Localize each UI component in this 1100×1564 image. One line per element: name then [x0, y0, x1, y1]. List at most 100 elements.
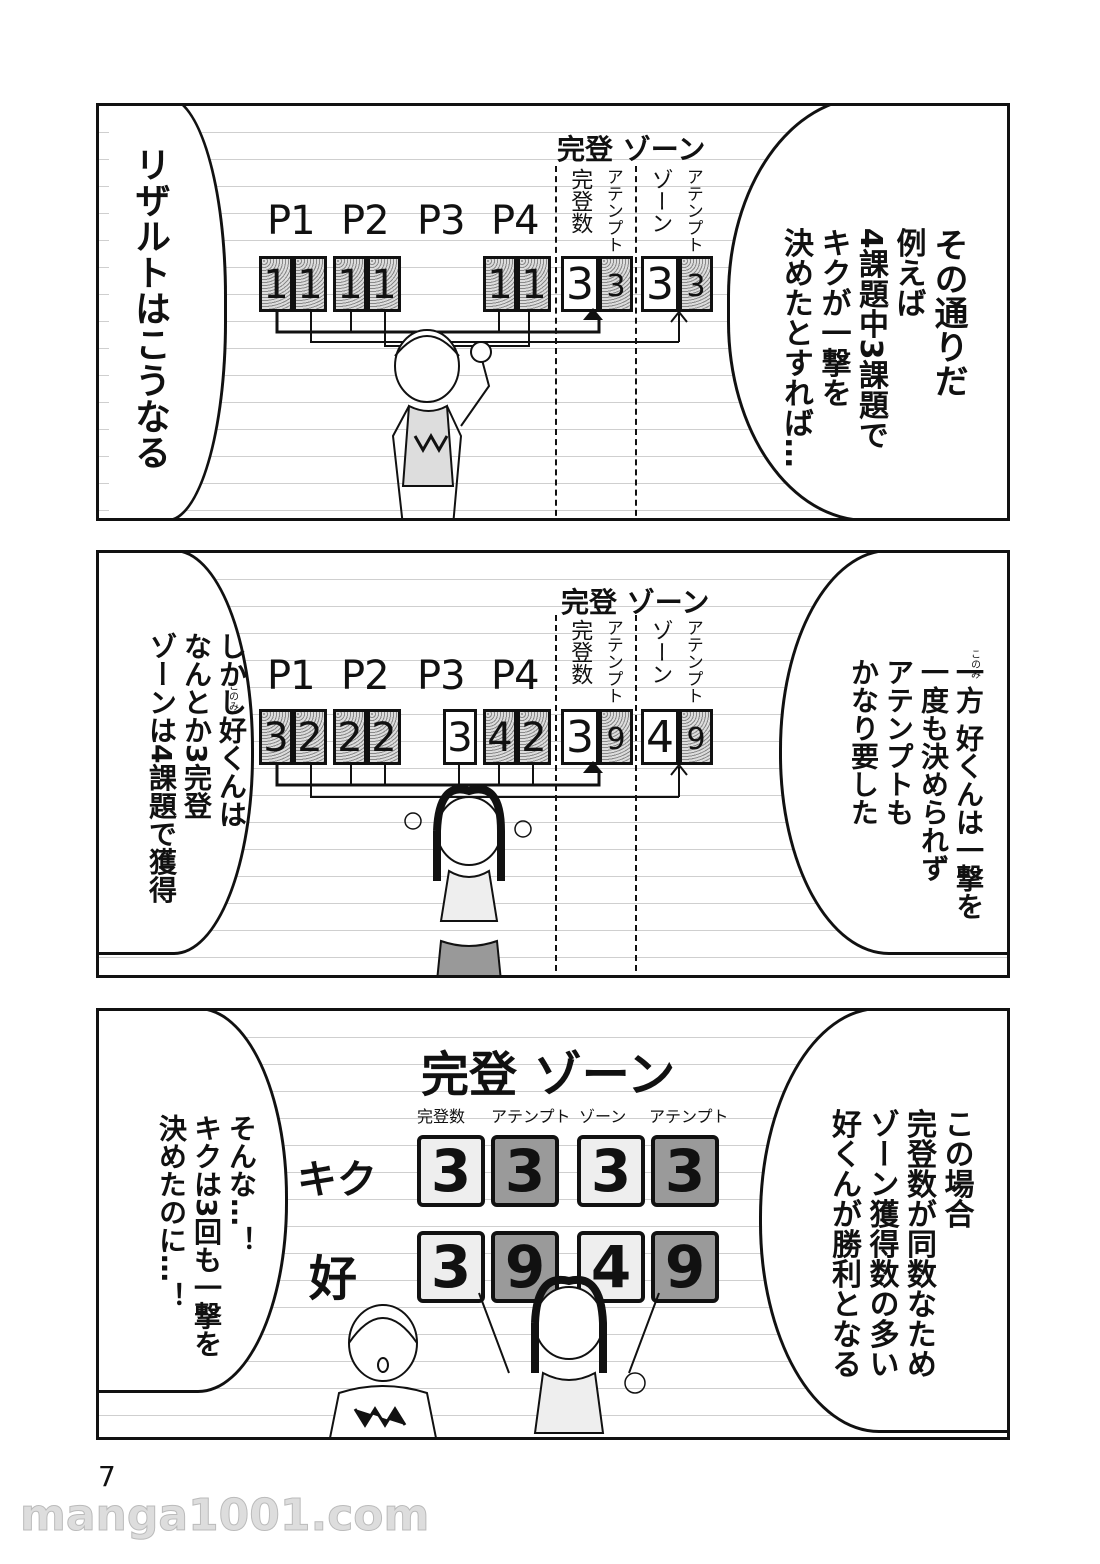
panel-2: しかし好くんは なんとか3完登 ゾーンは4課題で獲得 このみ 一方 好くんは一撃…: [96, 550, 1010, 978]
col-header-zone: ゾーン: [579, 1107, 627, 1126]
score-kiku-attempts-1: 3: [491, 1135, 559, 1207]
score-digit: 3: [443, 709, 477, 765]
col-header-attempts-2: アテンプト: [682, 619, 703, 704]
score-digit: 2: [517, 709, 551, 765]
speech-line: キクは3回も一撃を: [190, 1114, 223, 1358]
problem-label: P4: [491, 198, 540, 244]
score-digit: 3: [641, 256, 679, 312]
speech-line: その通りだ: [928, 227, 968, 398]
character-konomi-figure: [478, 1275, 660, 1434]
ruby-text: このみ: [968, 649, 980, 679]
problem-label: P1: [267, 198, 316, 244]
speech-line: なんとか3完登: [180, 632, 213, 820]
speech-text-left: しかし好くんは なんとか3完登 ゾーンは4課題で獲得: [109, 593, 284, 923]
speech-line: キクが一撃を: [815, 227, 851, 408]
speech-line: ゾーン獲得数の多い: [863, 1108, 899, 1379]
score-kiku-completions: 3: [417, 1135, 485, 1207]
problem-label: P3: [417, 198, 466, 244]
speech-bubble-right: [779, 553, 1007, 955]
problem-label: P2: [341, 653, 390, 699]
score-digit: 9: [599, 709, 633, 765]
speech-line: 例えば: [890, 227, 926, 318]
speech-line: 決めたとすれば…: [778, 227, 813, 468]
speech-bubble-left: [99, 553, 254, 955]
speech-line: 一度も決められず: [917, 658, 950, 882]
score-konomi-zone: 4: [577, 1231, 645, 1303]
col-header-completions: 完登数: [567, 619, 593, 685]
speech-line: 決めたのに…！: [155, 1114, 188, 1310]
score-kiku-zone: 3: [577, 1135, 645, 1207]
problem-label: P4: [491, 653, 540, 699]
character-konomi-figure: [404, 785, 532, 975]
speech-line: この場合: [938, 1108, 974, 1229]
result-header: 完登 ゾーン: [557, 133, 706, 166]
score-digit: 2: [367, 709, 401, 765]
score-digit: 3: [259, 709, 293, 765]
character-kiku-figure: [329, 1304, 437, 1437]
score-digit: 3: [679, 256, 713, 312]
tally-arrows: [275, 308, 688, 347]
speech-bubble-left: [99, 1011, 288, 1393]
watermark-logo: manga1001.com: [19, 1490, 430, 1542]
score-digit: 9: [679, 709, 713, 765]
row-label-konomi: 好: [309, 1251, 358, 1307]
tally-arrows: [275, 761, 688, 798]
problem-label: P2: [341, 198, 390, 244]
speech-text-left: そんな…！ キクは3回も一撃を 決めたのに…！: [119, 1075, 294, 1375]
speech-line: アテンプトも: [882, 658, 915, 826]
speech-line: 完登数が同数なため: [901, 1108, 936, 1379]
score-digit: 1: [367, 256, 401, 312]
speech-line: 一方 好くんは一撃を: [952, 658, 985, 920]
row-label-kiku: キク: [297, 1157, 377, 1203]
ruby-text: このみ: [226, 681, 238, 711]
speech-line: ゾーンは4課題で獲得: [145, 632, 178, 904]
col-header-zone: ゾーン: [647, 168, 673, 234]
score-digit: 3: [561, 256, 599, 312]
score-digit: 2: [333, 709, 367, 765]
result-header: 完登 ゾーン: [561, 586, 710, 619]
speech-line: かなり要した: [847, 658, 880, 826]
col-header-attempts-1: アテンプト: [602, 619, 623, 704]
result-header: 完登 ゾーン: [421, 1047, 676, 1103]
speech-text-left: リザルトはこうなる: [129, 146, 170, 470]
score-konomi-attempts-1: 9: [491, 1231, 559, 1303]
col-header-attempts-2: アテンプト: [682, 168, 703, 253]
score-digit: 1: [333, 256, 367, 312]
score-digit: 1: [483, 256, 517, 312]
score-digit: 1: [517, 256, 551, 312]
score-digit: 4: [641, 709, 679, 765]
score-digit: 1: [259, 256, 293, 312]
score-digit: 1: [293, 256, 327, 312]
speech-line: 4課題中3課題で: [853, 227, 888, 450]
score-digit: 3: [599, 256, 633, 312]
speech-text-right: 一方 好くんは一撃を 一度も決められず アテンプトも かなり要した: [811, 619, 1007, 949]
speech-bubble-right: [759, 1011, 1007, 1433]
col-header-attempts-2: アテンプト: [649, 1107, 729, 1126]
speech-text-right: その通りだ 例えば 4課題中3課題で キクが一撃を 決めたとすれば…: [739, 186, 1007, 516]
panel-1: リザルトはこうなる その通りだ 例えば 4課題中3課題で キクが一撃を 決めたと…: [96, 103, 1010, 521]
page-number: 7: [98, 1460, 116, 1493]
col-header-attempts-1: アテンプト: [602, 168, 623, 253]
speech-bubble-left: [109, 106, 227, 518]
score-konomi-completions: 3: [417, 1231, 485, 1303]
speech-line: 好くんが勝利となる: [826, 1108, 861, 1379]
divider-dashed: [555, 615, 557, 975]
speech-text-right: この場合 完登数が同数なため ゾーン獲得数の多い 好くんが勝利となる: [787, 1067, 1007, 1427]
col-header-attempts-1: アテンプト: [491, 1107, 571, 1126]
score-kiku-attempts-2: 3: [651, 1135, 719, 1207]
problem-label: P1: [267, 653, 316, 699]
character-kiku-figure: [391, 329, 492, 518]
speech-line: そんな…！: [225, 1114, 258, 1254]
col-header-completions: 完登数: [567, 168, 593, 234]
col-header-zone: ゾーン: [647, 619, 673, 685]
score-digit: 4: [483, 709, 517, 765]
score-konomi-attempts-2: 9: [651, 1231, 719, 1303]
speech-bubble-right: [727, 106, 1007, 518]
divider-dashed: [635, 615, 637, 975]
score-digit: 3: [561, 709, 599, 765]
panel-3: そんな…！ キクは3回も一撃を 決めたのに…！ この場合 完登数が同数なため ゾ…: [96, 1008, 1010, 1440]
problem-label: P3: [417, 653, 466, 699]
speech-line: しかし好くんは: [215, 632, 248, 828]
col-header-completions: 完登数: [417, 1107, 466, 1126]
score-digit: 2: [293, 709, 327, 765]
